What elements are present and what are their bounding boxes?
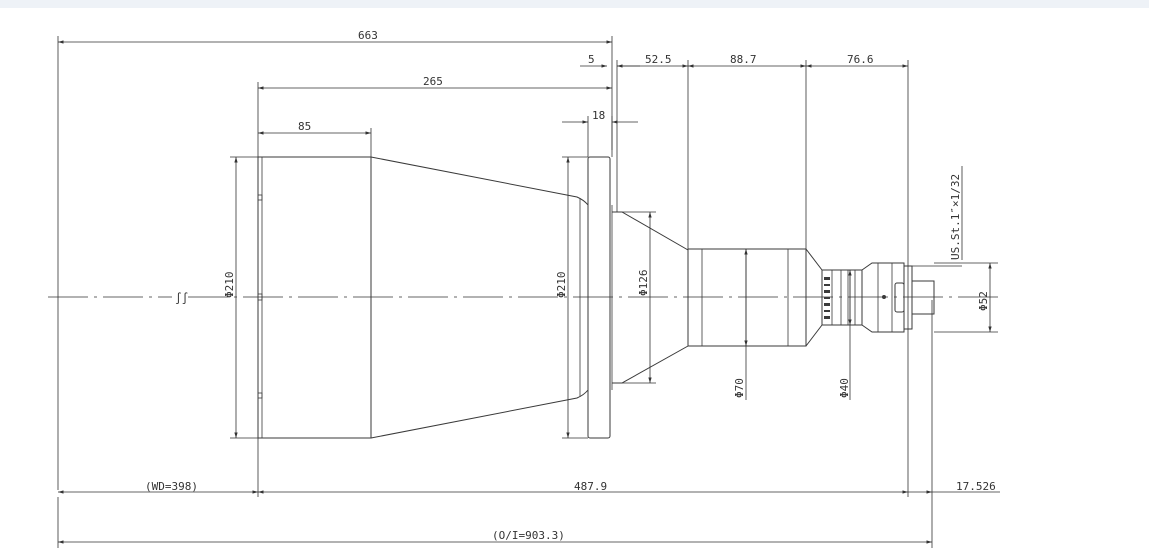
dim-flange-offset: 5 (588, 53, 595, 66)
taper-section (370, 156, 589, 439)
dim-barrel-3: 76.6 (847, 53, 874, 66)
dim-overall-length: 663 (358, 29, 378, 42)
lens-body (257, 156, 935, 439)
top-band (0, 0, 1149, 8)
dim-barrel-2: 88.7 (730, 53, 757, 66)
mount-screw (882, 295, 886, 299)
clip-middle (257, 293, 263, 301)
dim-thread-spec: US.St.1″×1/32 (949, 174, 962, 260)
dim-barrel-1: 52.5 (645, 53, 672, 66)
clip-bottom (257, 392, 263, 399)
ring-markings (824, 277, 830, 319)
dimension-lines (57, 36, 1000, 548)
dim-working-distance: (WD=398) (145, 480, 198, 493)
dim-object-to-image: (O/I=903.3) (492, 529, 565, 542)
neck-taper (805, 248, 823, 347)
dim-front-diameter: Φ210 (223, 272, 236, 299)
rear-flange (911, 280, 935, 315)
dim-lens-length: 487.9 (574, 480, 607, 493)
flange (587, 156, 611, 439)
mount-thread (894, 282, 905, 313)
clip-top (257, 194, 263, 201)
dim-barrel-diameter: Φ70 (733, 378, 746, 398)
dim-cone-diameter: Φ126 (637, 270, 650, 297)
dim-front-cylinder: 85 (298, 120, 311, 133)
dim-back-focus: 17.526 (956, 480, 996, 493)
dim-ring-diameter: Φ40 (838, 378, 851, 398)
dim-mount-diameter: Φ52 (977, 291, 990, 311)
front-cylinder (257, 156, 372, 439)
dim-front-section: 265 (423, 75, 443, 88)
dim-flange-diameter: Φ210 (555, 272, 568, 299)
focus-ring (821, 269, 863, 326)
dim-flange-thickness: 18 (592, 109, 605, 122)
axis-break-symbol: ∫∫ (175, 292, 189, 305)
